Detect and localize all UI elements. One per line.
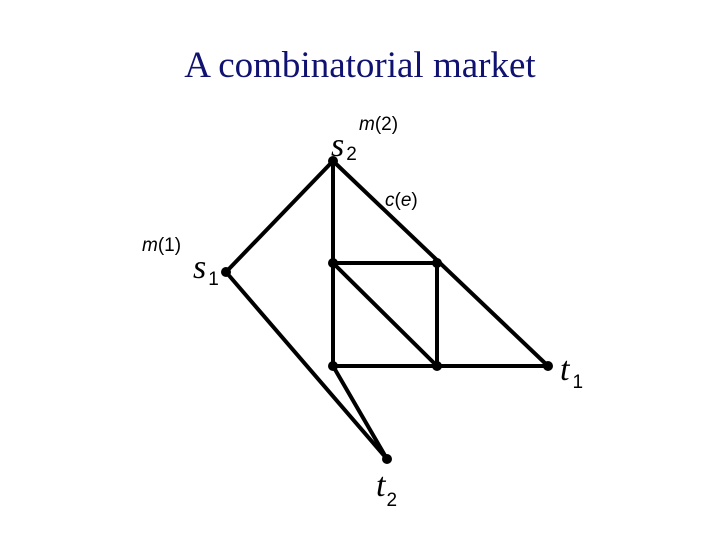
node-t1 xyxy=(543,361,553,371)
label-m1: m(1) xyxy=(142,235,181,256)
node-b xyxy=(432,258,442,268)
node-d xyxy=(432,361,442,371)
node-t2 xyxy=(382,454,392,464)
node-s1 xyxy=(221,267,231,277)
label-t2: t2 xyxy=(376,467,397,511)
edge-c-t2 xyxy=(331,364,389,461)
label-ce: c(e) xyxy=(385,190,418,211)
node-s2 xyxy=(328,156,338,166)
label-m2: m(2) xyxy=(359,114,398,135)
edge-s1-t2 xyxy=(224,270,389,461)
edge-a-d xyxy=(331,261,439,368)
node-c xyxy=(328,361,338,371)
edge-s1-s2 xyxy=(224,159,335,274)
node-group xyxy=(221,156,553,464)
slide-title: A combinatorial market xyxy=(184,45,536,86)
node-a xyxy=(328,258,338,268)
